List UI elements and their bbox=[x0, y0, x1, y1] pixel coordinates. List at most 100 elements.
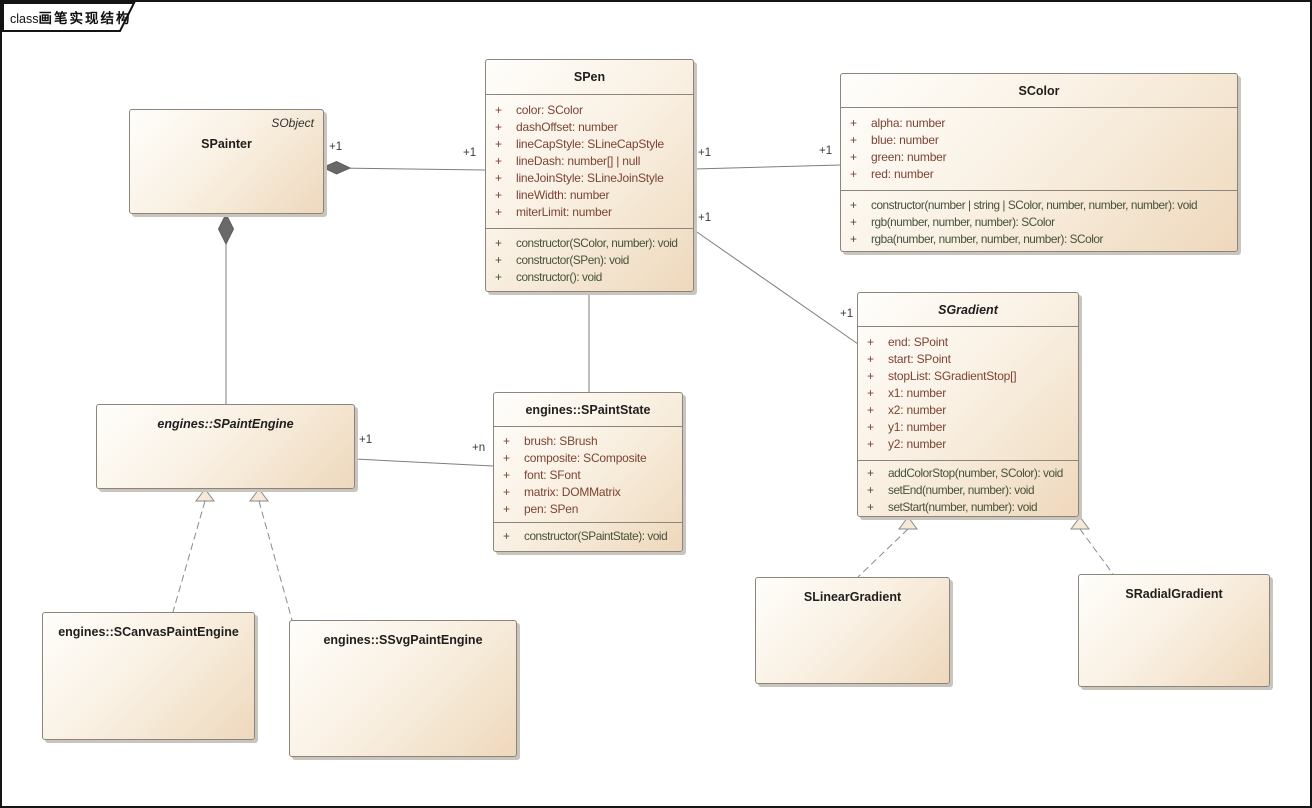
attribute-row: +blue: number bbox=[841, 132, 1237, 149]
visibility-plus: + bbox=[850, 150, 857, 164]
association-spainter-spen bbox=[335, 167, 486, 171]
class-ssvgpaintengine: engines::SSvgPaintEngine bbox=[289, 620, 517, 757]
visibility-plus: + bbox=[867, 500, 874, 514]
multiplicity-label: +1 bbox=[359, 434, 373, 446]
visibility-plus: + bbox=[867, 369, 874, 383]
generalization-scanvas-spaintengine bbox=[172, 500, 206, 613]
class-spaintstate: engines::SPaintState +brush: SBrush +com… bbox=[493, 392, 683, 552]
visibility-plus: + bbox=[495, 120, 502, 134]
visibility-plus: + bbox=[850, 167, 857, 181]
operations-compartment: +addColorStop(number, SColor): void +set… bbox=[858, 460, 1078, 516]
class-title: SPainter bbox=[201, 137, 252, 151]
visibility-plus: + bbox=[503, 485, 510, 499]
triangle-sradial-sgradient bbox=[1070, 516, 1090, 530]
visibility-plus: + bbox=[867, 335, 874, 349]
operation-row: +rgb(number, number, number): SColor bbox=[841, 214, 1237, 231]
visibility-plus: + bbox=[495, 205, 502, 219]
class-spaintengine: engines::SPaintEngine bbox=[96, 404, 355, 489]
visibility-plus: + bbox=[867, 466, 874, 480]
frame-tab-shape bbox=[2, 2, 136, 32]
attribute-row: +lineDash: number[] | null bbox=[486, 153, 693, 170]
operation-row: +constructor(SColor, number): void bbox=[486, 235, 693, 252]
attribute-row: +end: SPoint bbox=[858, 334, 1078, 351]
class-slineargradient: SLinearGradient bbox=[755, 577, 950, 684]
association-spaintengine-spaintstate bbox=[354, 458, 494, 467]
visibility-plus: + bbox=[867, 437, 874, 451]
operation-row: +constructor(SPen): void bbox=[486, 252, 693, 269]
class-title: SColor bbox=[1018, 83, 1060, 98]
class-scolor: SColor +alpha: number +blue: number +gre… bbox=[840, 73, 1238, 252]
visibility-plus: + bbox=[867, 352, 874, 366]
attribute-row: +pen: SPen bbox=[494, 501, 682, 518]
visibility-plus: + bbox=[495, 154, 502, 168]
attribute-row: +composite: SComposite bbox=[494, 450, 682, 467]
operations-compartment: +constructor(SPaintState): void bbox=[494, 522, 682, 551]
multiplicity-label: +1 bbox=[329, 141, 343, 153]
attributes-compartment: +color: SColor +dashOffset: number +line… bbox=[486, 94, 693, 228]
visibility-plus: + bbox=[850, 232, 857, 246]
generalization-ssvg-spaintengine bbox=[258, 500, 293, 621]
frame-keyword: class bbox=[10, 12, 39, 26]
operation-row: +constructor(): void bbox=[486, 269, 693, 286]
class-title: engines::SCanvasPaintEngine bbox=[58, 625, 239, 639]
triangle-ssvg-spaintengine bbox=[249, 488, 269, 502]
visibility-plus: + bbox=[503, 468, 510, 482]
attribute-row: +start: SPoint bbox=[858, 351, 1078, 368]
multiplicity-label: +1 bbox=[840, 308, 854, 320]
class-spainter: SObject SPainter bbox=[129, 109, 324, 214]
visibility-plus: + bbox=[503, 529, 510, 543]
attribute-row: +x1: number bbox=[858, 385, 1078, 402]
operation-row: +addColorStop(number, SColor): void bbox=[858, 465, 1078, 482]
visibility-plus: + bbox=[503, 434, 510, 448]
visibility-plus: + bbox=[495, 188, 502, 202]
visibility-plus: + bbox=[867, 386, 874, 400]
attribute-row: +lineWidth: number bbox=[486, 187, 693, 204]
multiplicity-label: +1 bbox=[698, 212, 712, 224]
visibility-plus: + bbox=[495, 137, 502, 151]
attributes-compartment: +brush: SBrush +composite: SComposite +f… bbox=[494, 426, 682, 522]
operations-compartment: +constructor(number | string | SColor, n… bbox=[841, 190, 1237, 251]
attribute-row: +dashOffset: number bbox=[486, 119, 693, 136]
triangle-slinear-sgradient bbox=[898, 516, 918, 530]
visibility-plus: + bbox=[850, 198, 857, 212]
class-title: SRadialGradient bbox=[1125, 587, 1223, 601]
operation-row: +constructor(number | string | SColor, n… bbox=[841, 197, 1237, 214]
attribute-row: +lineCapStyle: SLineCapStyle bbox=[486, 136, 693, 153]
class-sradialgradient: SRadialGradient bbox=[1078, 574, 1270, 687]
association-spen-scolor bbox=[693, 164, 841, 170]
multiplicity-label: +1 bbox=[463, 147, 477, 159]
attribute-row: +miterLimit: number bbox=[486, 204, 693, 221]
attribute-row: +matrix: DOMMatrix bbox=[494, 484, 682, 501]
class-spen: SPen +color: SColor +dashOffset: number … bbox=[485, 59, 694, 292]
class-title: SGradient bbox=[938, 302, 998, 317]
visibility-plus: + bbox=[495, 270, 502, 284]
attribute-row: +alpha: number bbox=[841, 115, 1237, 132]
class-scanvaspaintengine: engines::SCanvasPaintEngine bbox=[42, 612, 255, 740]
aggregation-diamond-spainter-spen bbox=[321, 160, 352, 175]
attribute-row: +red: number bbox=[841, 166, 1237, 183]
visibility-plus: + bbox=[850, 116, 857, 130]
multiplicity-label: +n bbox=[472, 442, 486, 454]
class-title: engines::SPaintEngine bbox=[157, 417, 294, 431]
attribute-row: +x2: number bbox=[858, 402, 1078, 419]
attribute-row: +lineJoinStyle: SLineJoinStyle bbox=[486, 170, 693, 187]
frame-tab-label: class画笔实现结构 bbox=[10, 7, 131, 27]
multiplicity-label: +1 bbox=[819, 145, 833, 157]
visibility-plus: + bbox=[495, 253, 502, 267]
class-sgradient: SGradient +end: SPoint +start: SPoint +s… bbox=[857, 292, 1079, 517]
triangle-scanvas-spaintengine bbox=[195, 488, 215, 502]
diagram-title: 画笔实现结构 bbox=[38, 11, 132, 26]
class-title: SPen bbox=[573, 70, 606, 84]
operation-row: +constructor(SPaintState): void bbox=[494, 528, 682, 545]
generalization-sradial-sgradient bbox=[1079, 528, 1114, 575]
stereotype-label: SObject bbox=[271, 116, 314, 130]
visibility-plus: + bbox=[850, 133, 857, 147]
visibility-plus: + bbox=[503, 502, 510, 516]
attributes-compartment: +end: SPoint +start: SPoint +stopList: S… bbox=[858, 326, 1078, 460]
visibility-plus: + bbox=[850, 215, 857, 229]
attribute-row: +green: number bbox=[841, 149, 1237, 166]
visibility-plus: + bbox=[867, 483, 874, 497]
composition-diamond-spainter-spaintengine bbox=[217, 212, 235, 246]
